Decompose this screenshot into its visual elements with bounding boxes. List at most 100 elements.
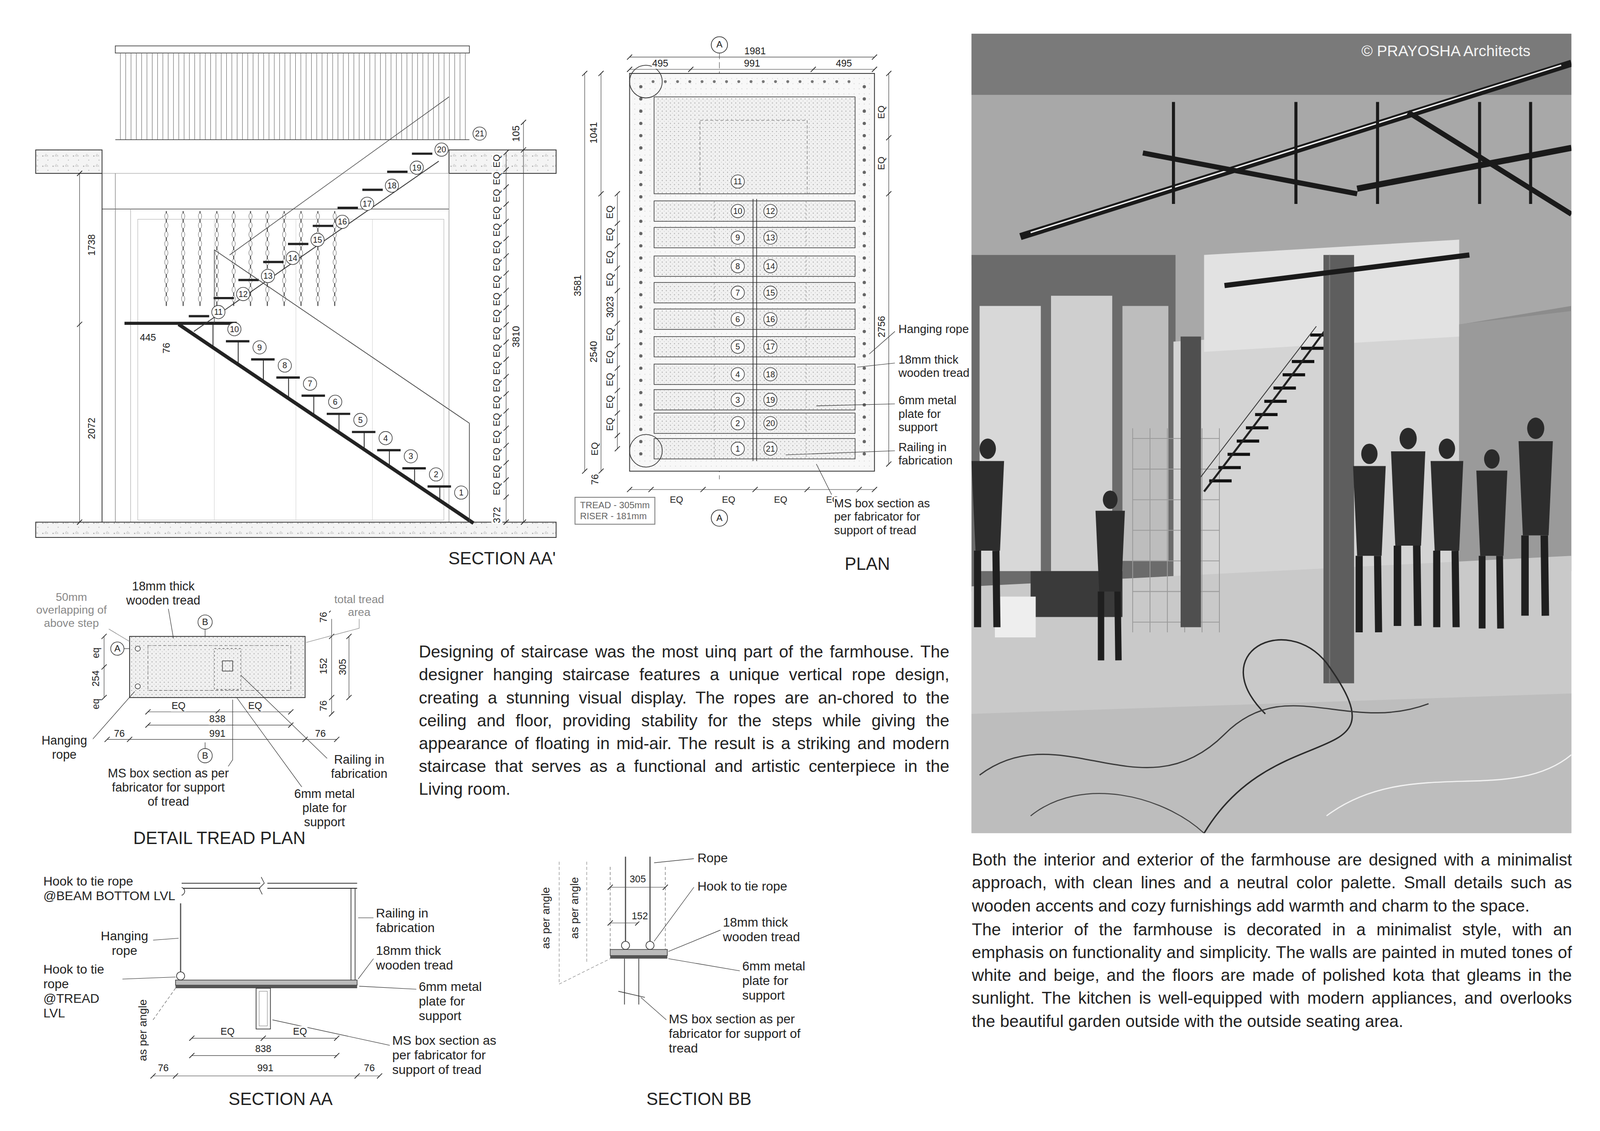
photo-railing	[1198, 326, 1317, 480]
rope-bead	[333, 240, 337, 247]
step-number: 5	[735, 342, 741, 352]
rope-bead	[248, 259, 252, 266]
wooden-tread	[610, 949, 668, 956]
step-number: 11	[213, 307, 224, 318]
tread	[427, 485, 451, 488]
dimension-text: 991	[743, 57, 761, 69]
step-number: 4	[382, 433, 389, 444]
rope-hole	[700, 80, 704, 84]
tread	[188, 314, 210, 318]
dimension-text: EQ	[491, 188, 502, 203]
step-number: 17	[362, 198, 373, 209]
railing-bar	[353, 52, 355, 140]
railing-bar	[215, 52, 217, 140]
step-number: 3	[735, 395, 741, 405]
dimension-tick	[627, 54, 633, 60]
railing-bar	[242, 52, 243, 140]
dimension-tick	[700, 486, 706, 492]
dimension-tick	[688, 66, 694, 72]
callout-text: Hanging rope	[35, 733, 93, 763]
rope-bead	[181, 231, 185, 238]
dimension-text: 152	[318, 657, 330, 675]
railing-bar	[390, 52, 392, 140]
dimension-tick	[503, 477, 509, 483]
photo-person-body	[1430, 460, 1464, 551]
metal-plate	[610, 956, 668, 960]
dimension-line	[107, 739, 337, 740]
dimension-text: EQ	[491, 223, 502, 238]
tread-plan	[653, 308, 855, 330]
dimension-tick	[503, 374, 509, 380]
tread-plan	[653, 389, 855, 411]
photo-person-head	[979, 438, 997, 460]
railing-bar	[359, 52, 360, 140]
rope-hole	[639, 452, 643, 456]
dimension-tick	[503, 184, 509, 190]
rope-bead	[198, 231, 202, 238]
step-circle	[731, 174, 745, 189]
beam-line	[102, 172, 450, 174]
railing-bar	[417, 52, 418, 140]
dimension-tick	[614, 320, 620, 326]
wooden-tread	[175, 980, 358, 986]
photo-scaffold	[1132, 438, 1220, 440]
rope-bead	[248, 250, 252, 257]
dimension-tick	[520, 519, 526, 525]
railing-bar	[438, 52, 440, 140]
photo-person-legs	[1525, 535, 1546, 617]
photo-person-head	[1361, 443, 1378, 465]
plate-mark	[714, 389, 715, 411]
railing-bar	[348, 52, 349, 140]
hook	[621, 941, 630, 950]
rope-bead	[299, 231, 303, 238]
step-number: 8	[282, 360, 288, 371]
dimension-tick	[520, 147, 526, 153]
rope-hole	[688, 80, 691, 84]
rope-bead	[198, 222, 202, 229]
metal-plate	[214, 648, 241, 690]
plate-mark	[714, 413, 715, 434]
callout-text: MS box section as per fabricator for sup…	[668, 1012, 823, 1057]
step-circle	[763, 286, 778, 300]
rope-bead	[198, 250, 202, 257]
rope-bead	[333, 250, 337, 257]
rope-bead	[181, 213, 185, 220]
beam-line	[267, 883, 358, 884]
rope-bead	[333, 259, 337, 266]
rope-bead	[198, 277, 202, 284]
plate-mark	[805, 413, 807, 434]
tread	[225, 339, 250, 343]
rope-bead	[164, 259, 168, 266]
step-number: 1	[458, 488, 465, 498]
rope-bead	[215, 222, 219, 229]
plan-outline	[629, 73, 875, 472]
dimension-tick	[872, 486, 878, 492]
dimension-text: 152	[631, 910, 649, 922]
railing-bar	[274, 52, 275, 140]
step-number: 7	[735, 287, 741, 298]
rope-hole	[639, 158, 643, 162]
step-circle	[261, 269, 275, 283]
rope-bead	[215, 231, 219, 238]
dimension-text: EQ	[589, 441, 601, 456]
step-number: 6	[332, 397, 339, 408]
body-text: Both the interior and exterior of the fa…	[971, 848, 1573, 918]
dimension-tick	[503, 356, 509, 362]
rope-hole	[862, 231, 866, 236]
railing-bar	[130, 52, 132, 140]
rope-hole	[639, 366, 643, 370]
tread-bracket	[313, 395, 315, 416]
photo-scaffold	[1132, 529, 1220, 531]
rope-bead	[181, 286, 185, 293]
callout-text: 6mm metal plate for support	[418, 979, 493, 1024]
dimension-tick	[503, 270, 509, 276]
outline-line	[664, 867, 666, 950]
rope-bead	[282, 231, 286, 238]
photo-ground	[971, 33, 1572, 834]
step-number: 2	[433, 470, 439, 480]
dimension-tick	[607, 884, 613, 890]
railing-bar	[295, 52, 296, 140]
step-circle	[731, 339, 745, 354]
dimension-tick	[503, 235, 509, 241]
